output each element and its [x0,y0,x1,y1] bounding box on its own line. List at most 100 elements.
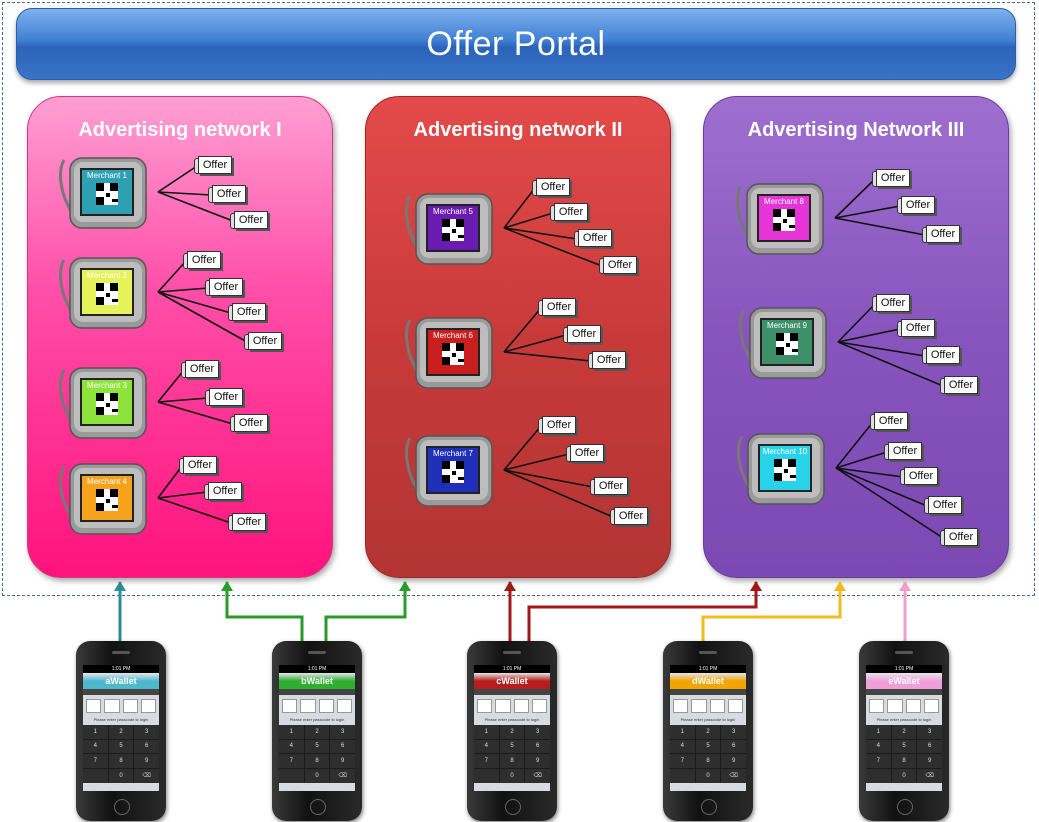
wallet-arrow [324,582,407,641]
keypad-key[interactable]: 5 [695,739,721,753]
passcode-field[interactable] [279,695,355,715]
keypad-key[interactable]: 5 [499,739,525,753]
keypad-key[interactable]: 5 [891,739,917,753]
keypad-key[interactable] [866,768,891,783]
keypad-key[interactable]: 2 [108,725,134,739]
keypad-key[interactable]: 9 [721,754,746,768]
wallet-arrow [527,582,758,641]
passcode-hint: Please enter passcode to login [680,717,736,722]
home-button[interactable] [114,799,130,815]
keypad-key[interactable]: 1 [670,725,695,739]
keypad-key[interactable]: 8 [695,754,721,768]
passcode-field[interactable] [83,695,159,715]
phone-tabs [670,689,746,695]
home-button[interactable] [505,799,521,815]
keypad-key[interactable]: 0 [304,768,330,783]
offer-connector [157,260,187,293]
keypad-key[interactable]: 2 [891,725,917,739]
keypad-key[interactable]: 3 [525,725,550,739]
keypad-key[interactable]: 3 [917,725,942,739]
keypad-key[interactable]: 0 [499,768,525,783]
keypad-key[interactable]: 8 [304,754,330,768]
offer-label: Offer [208,482,242,500]
offer-connector [503,453,570,471]
keypad-key[interactable]: 4 [279,739,304,753]
keypad-key[interactable]: 7 [83,754,108,768]
keypad-key[interactable]: 1 [474,725,499,739]
home-button[interactable] [701,799,717,815]
keypad-key[interactable]: 9 [134,754,159,768]
keypad-key[interactable]: 3 [134,725,159,739]
keypad-key[interactable]: 7 [670,754,695,768]
arrowhead-icon [221,581,233,591]
passcode-field[interactable] [866,695,942,715]
keypad-key[interactable] [474,768,499,783]
home-button[interactable] [897,799,913,815]
keypad-key[interactable]: 4 [670,739,695,753]
keypad-key[interactable]: 5 [108,739,134,753]
keypad-key[interactable]: 8 [891,754,917,768]
keypad-key[interactable]: 1 [866,725,891,739]
keypad-key[interactable]: ⌫ [917,768,942,783]
keypad-key[interactable]: 6 [917,739,942,753]
keypad-key[interactable] [83,768,108,783]
keypad-key[interactable]: 4 [866,739,891,753]
keypad-key[interactable]: ⌫ [134,768,159,783]
offer-tag: Offer [208,185,248,205]
qr-code-icon [96,489,118,511]
keypad-key[interactable]: 5 [304,739,330,753]
merchant-terminal: Merchant 1 [58,150,150,232]
keypad-key[interactable]: 8 [499,754,525,768]
keypad-key[interactable]: 0 [891,768,917,783]
offer-label: Offer [248,332,282,350]
keypad-key[interactable]: 7 [866,754,891,768]
keypad-key[interactable]: 9 [525,754,550,768]
keypad-key[interactable]: 6 [134,739,159,753]
offer-label: Offer [234,211,268,229]
keypad-key[interactable]: 2 [304,725,330,739]
offer-connector [837,341,926,357]
offer-connector [157,291,232,314]
merchant-label: Merchant 7 [432,449,474,458]
keypad-key[interactable]: 8 [108,754,134,768]
passcode-field[interactable] [670,695,746,715]
merchant-terminal: Merchant 9 [738,300,830,382]
keypad-key[interactable] [670,768,695,783]
terminal-screen: Merchant 3 [80,378,134,426]
keypad-key[interactable]: ⌫ [330,768,355,783]
keypad-key[interactable]: 9 [917,754,942,768]
keypad-key[interactable]: ⌫ [525,768,550,783]
keypad-key[interactable]: 9 [330,754,355,768]
network-title: Advertising Network III [747,119,965,141]
offer-tag: Offer [181,360,221,380]
keypad-key[interactable]: 6 [330,739,355,753]
keypad-key[interactable] [279,768,304,783]
keypad-key[interactable]: 2 [499,725,525,739]
offer-label: Offer [542,416,576,434]
passcode-field[interactable] [474,695,550,715]
keypad-key[interactable]: 6 [525,739,550,753]
network-title: Advertising network I [78,119,282,141]
keypad-key[interactable]: 2 [695,725,721,739]
keypad-key[interactable]: 7 [474,754,499,768]
keypad-key[interactable]: 0 [108,768,134,783]
offer-label: Offer [536,178,570,196]
keypad-key[interactable]: 1 [83,725,108,739]
status-bar: 1:01 PM [866,665,942,673]
merchant-label: Merchant 3 [86,381,128,390]
keypad-key[interactable]: 1 [279,725,304,739]
speaker-icon [308,651,326,654]
offer-connector [157,191,212,196]
keypad-key[interactable]: 6 [721,739,746,753]
keypad-key[interactable]: 4 [474,739,499,753]
keypad-key[interactable]: 0 [695,768,721,783]
keypad-key[interactable]: 7 [279,754,304,768]
keypad-key[interactable]: 3 [721,725,746,739]
offer-connector [157,191,234,222]
keypad-key[interactable]: ⌫ [721,768,746,783]
keypad-key[interactable]: 4 [83,739,108,753]
home-button[interactable] [310,799,326,815]
keypad-key[interactable]: 3 [330,725,355,739]
